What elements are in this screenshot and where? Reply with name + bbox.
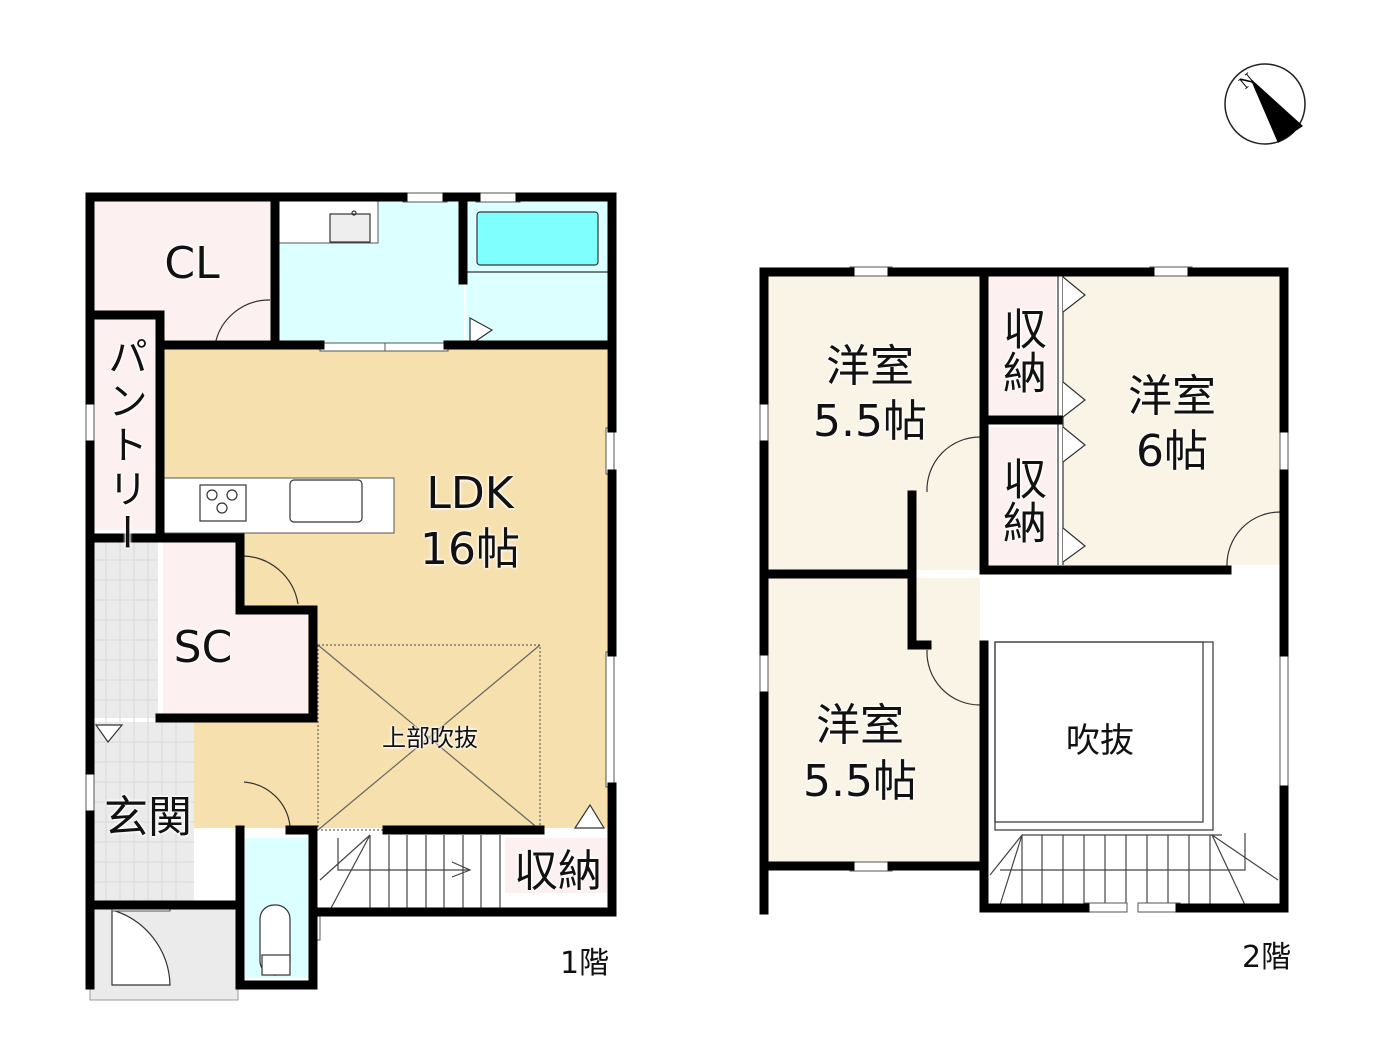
walls-1f [85,192,617,990]
room-label-storage: 収納 [514,846,602,897]
floor-label-1f: 1階 [560,946,610,981]
floor-label-2f: 2階 [1242,940,1292,975]
room-label-western-c: 洋室 [816,700,904,751]
washbasin-icon [329,213,371,243]
north-arrow-icon: N [1224,63,1306,145]
room-size-western-a: 5.5帖 [813,396,927,447]
room-label-cl: CL [164,238,220,289]
room-label-void-above: 上部吹抜 [382,724,478,752]
room-label-entrance: 玄関 [104,792,192,843]
room-label-void: 吹抜 [1066,721,1134,761]
room-size-western-b: 6帖 [1136,426,1208,477]
room-label-storage-a: 収納 [995,306,1046,394]
room-label-storage-b: 収納 [995,456,1046,544]
room-label-ldk: LDK [426,468,514,519]
floor-2-fills [768,275,1280,863]
stove-icon [199,484,247,522]
room-label-pantry: パントリー [101,336,147,556]
walls-2f [759,267,1289,915]
room-label-western-a: 洋室 [826,341,914,392]
room-size-western-c: 5.5帖 [803,756,917,807]
room-label-sc: SC [173,622,233,673]
bathtub-icon [476,211,599,266]
entrance-tile-grid [92,540,194,902]
room-label-western-b: 洋室 [1128,371,1216,422]
fixtures-1f [94,210,608,986]
fixtures-2f [926,275,1281,910]
kitchen-sink-icon [289,479,363,523]
room-size-ldk: 16帖 [420,524,520,575]
